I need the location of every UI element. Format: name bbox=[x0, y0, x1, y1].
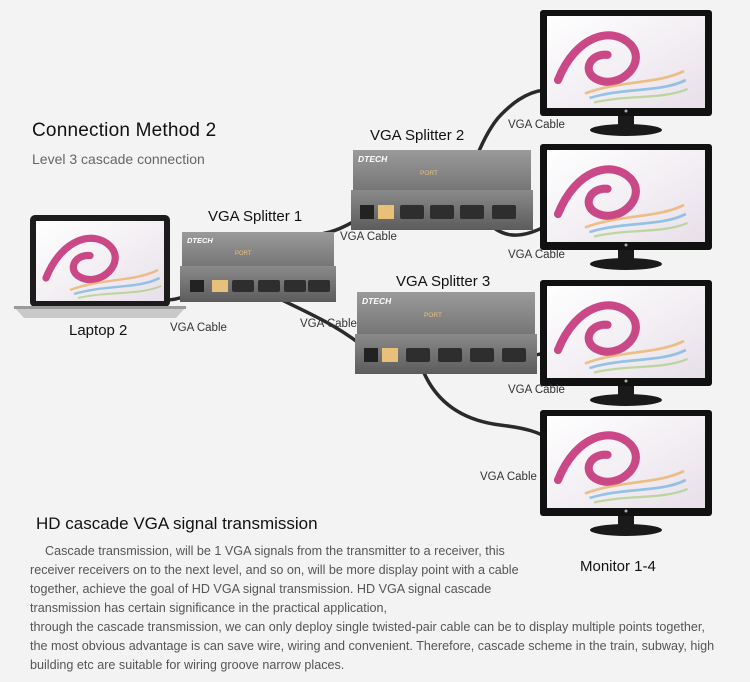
splitter3-label: VGA Splitter 3 bbox=[396, 273, 491, 290]
description-heading: HD cascade VGA signal transmission bbox=[36, 514, 318, 533]
cable-label-splitter1-2: VGA Cable bbox=[340, 231, 397, 243]
monitor-1 bbox=[540, 10, 712, 136]
splitter2-port-label: PORT bbox=[420, 170, 438, 177]
description-paragraph-a: Cascade transmission, will be 1 VGA sign… bbox=[30, 544, 519, 615]
splitter1-label: VGA Splitter 1 bbox=[208, 208, 303, 225]
cable-label-monitor3: VGA Cable bbox=[508, 384, 565, 396]
cable-label-laptop: VGA Cable bbox=[170, 322, 227, 334]
splitter3-port-label: PORT bbox=[424, 312, 442, 319]
vga-splitter-1-device: DTECH PORT bbox=[180, 232, 336, 302]
laptop-device bbox=[14, 215, 186, 318]
page-subtitle: Level 3 cascade connection bbox=[32, 151, 205, 167]
splitter3-brand: DTECH bbox=[362, 296, 392, 306]
vga-splitter-3-device: DTECH PORT bbox=[355, 292, 537, 374]
monitor-2 bbox=[540, 144, 712, 270]
vga-splitter-2-device: DTECH PORT bbox=[351, 150, 533, 230]
description-body: Cascade transmission, will be 1 VGA sign… bbox=[30, 542, 714, 675]
monitor-3 bbox=[540, 280, 712, 406]
description-paragraph-b: through the cascade transmission, we can… bbox=[30, 620, 715, 672]
cable-splitter3-to-monitor4 bbox=[416, 354, 552, 442]
cable-label-monitor4: VGA Cable bbox=[480, 471, 537, 483]
cable-label-monitor2: VGA Cable bbox=[508, 249, 565, 261]
monitors-label: Monitor 1-4 bbox=[580, 558, 656, 575]
laptop-label: Laptop 2 bbox=[69, 322, 128, 339]
splitter1-brand: DTECH bbox=[187, 236, 213, 245]
page-title: Connection Method 2 bbox=[32, 120, 217, 141]
splitter1-port-label: PORT bbox=[235, 251, 252, 257]
monitor-4 bbox=[540, 410, 712, 536]
splitter2-label: VGA Splitter 2 bbox=[370, 127, 465, 144]
cable-label-monitor1: VGA Cable bbox=[508, 119, 565, 131]
splitter2-brand: DTECH bbox=[358, 154, 388, 164]
cable-label-splitter1-3: VGA Cable bbox=[300, 318, 357, 330]
